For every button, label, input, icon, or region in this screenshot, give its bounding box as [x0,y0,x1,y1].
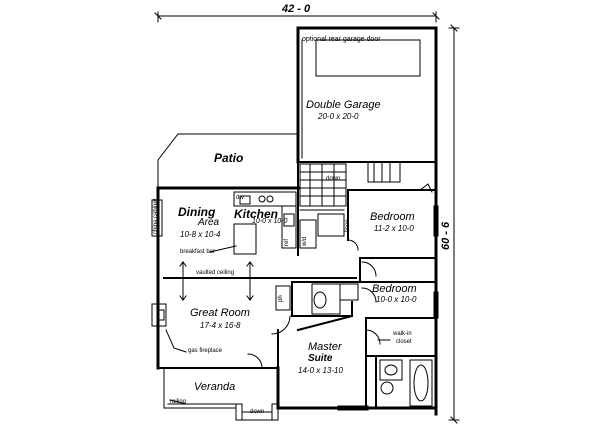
master-name: Master [308,341,342,353]
dining-size: 10-8 x 10-4 [180,230,221,239]
vaulted-ceiling-label: vaulted ceiling [196,270,235,276]
exterior-walls [156,26,438,416]
depth-dimension: 60 - 6 [440,221,452,250]
china-cabinet [151,199,163,237]
washer-dryer-label: w/d [302,236,308,246]
kitchen-name: Kitchen [234,207,279,221]
veranda-name: Veranda [194,381,236,393]
leader-lines [165,245,391,405]
bedroom2-name: Bedroom [372,283,417,295]
bedroom2-size: 10-0 x 10-0 [376,295,417,304]
master-size: 14-0 x 13-10 [298,366,343,375]
interior-walls [157,161,437,409]
dishwasher-label: dw [236,195,244,201]
walk-in-closet-label-1: walk-in [393,331,412,337]
bedroom1-name: Bedroom [370,211,415,223]
dimension-lines [154,11,460,424]
breakfast-bar-label: breakfast bar [180,249,216,255]
dining-name-2: Area [198,217,220,228]
kitchen-size: 10-0 x 10-0 [252,218,288,225]
stair-down-label: down [326,176,341,182]
gas-fireplace-label: gas fireplace [188,348,223,354]
stair [299,161,401,207]
china-cabinet-label: china cabinet [153,198,159,234]
width-dimension: 42 - 0 [282,3,311,15]
patio-outline [157,133,299,189]
windows [337,205,439,411]
railing-label: railing [170,399,187,405]
great-room-size: 17-4 x 16-8 [200,321,241,330]
patio-name: Patio [214,151,244,165]
refrigerator-label: ref [284,238,290,246]
garage-name: Double Garage [306,99,381,111]
walk-in-closet-label-2: closet [396,339,412,345]
fireplace [151,303,167,327]
pantry-label: ph [278,295,284,302]
door-swings [247,183,433,369]
entry-down-label: down [250,409,265,415]
master-name-2: Suite [308,353,333,364]
bath-fixtures [275,283,433,407]
garage-door-note: optional rear garage door [302,36,381,43]
linen-label: linen [345,219,351,232]
garage-size: 20-0 x 20-0 [318,112,359,121]
vaulted-ceiling-arrows [179,261,254,301]
garage-door [301,39,421,159]
dining-name: Dining [178,205,216,219]
veranda-outline [163,367,279,421]
kitchen-counters [233,191,345,255]
great-room-name: Great Room [190,307,250,319]
bedroom1-size: 11-2 x 10-0 [374,224,414,233]
